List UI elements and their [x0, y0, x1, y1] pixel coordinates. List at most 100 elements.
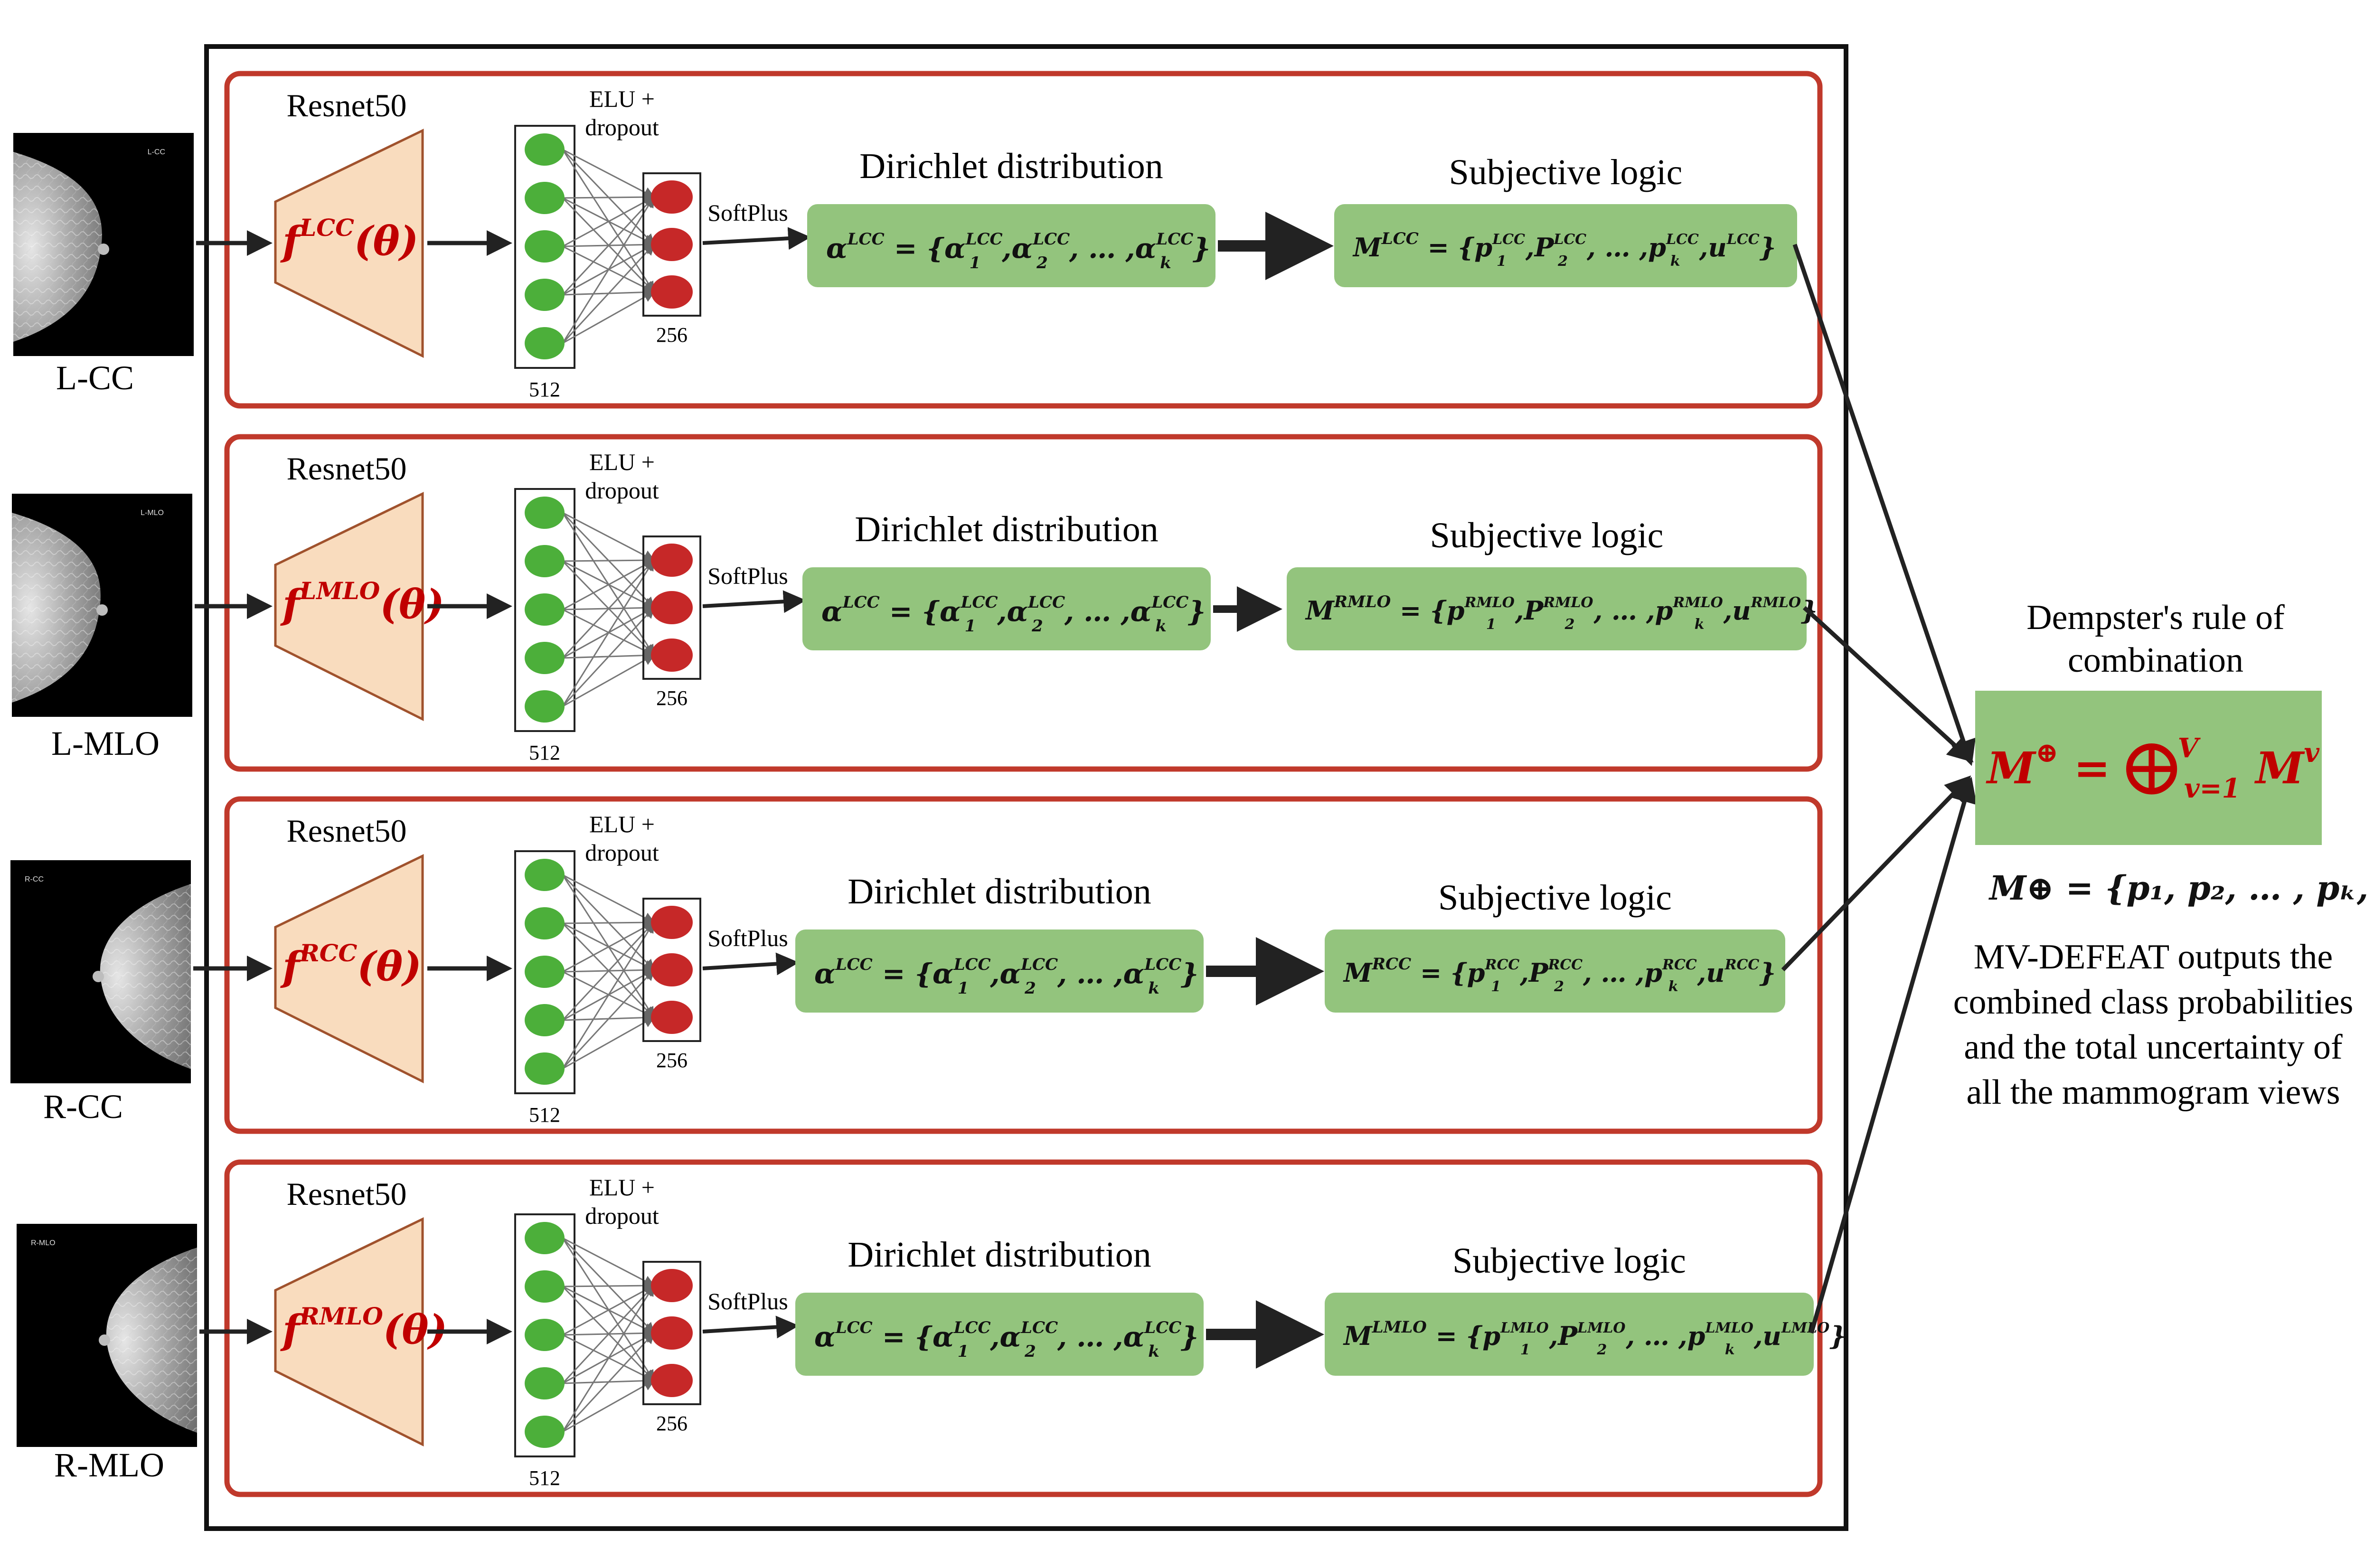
layer-size-256: 256	[656, 686, 688, 710]
description-line: combined class probabilities	[1953, 983, 2354, 1022]
layer-size-512: 512	[529, 741, 560, 764]
dirichlet-title: Dirichlet distribution	[848, 1235, 1151, 1275]
dropout-label: dropout	[585, 839, 659, 866]
neuron-circle-icon	[525, 1052, 565, 1085]
neuron-circle-icon	[525, 859, 565, 891]
mammogram-image-icon: L-MLO	[12, 494, 192, 717]
image-tag-text: R-CC	[25, 875, 44, 883]
dirichlet-box	[802, 567, 1211, 650]
neuron-circle-icon	[525, 497, 565, 529]
dense-layer-256	[642, 1261, 701, 1405]
resnet-encoder-trapezoid	[274, 854, 424, 1084]
view-label: R-MLO	[54, 1446, 164, 1484]
neuron-circle-icon	[525, 907, 565, 939]
description-line: and the total uncertainty of	[1964, 1028, 2343, 1067]
neuron-circle-icon	[525, 956, 565, 988]
neuron-circle-icon	[525, 1004, 565, 1036]
layer-size-256: 256	[656, 323, 688, 347]
softplus-label: SoftPlus	[707, 199, 788, 226]
subjective-logic-title: Subjective logic	[1438, 878, 1672, 918]
subjective-logic-box	[1334, 204, 1797, 287]
layer-size-256: 256	[656, 1412, 688, 1435]
neuron-circle-icon	[525, 1416, 565, 1448]
output-formula: M⊕ = {p₁, p₂, … , pₖ, u}	[1988, 868, 2374, 908]
dropout-label: dropout	[585, 1202, 659, 1229]
neuron-circle-icon	[525, 642, 565, 674]
view-panel	[224, 71, 1823, 409]
dempster-combination-box	[1975, 691, 2322, 845]
backbone-label: Resnet50	[286, 1176, 406, 1212]
dirichlet-title: Dirichlet distribution	[859, 146, 1163, 186]
mammogram-image-icon: R-CC	[10, 860, 191, 1083]
neuron-circle-icon	[651, 1001, 693, 1034]
neuron-circle-icon	[525, 545, 565, 577]
arrow-right-icon	[1792, 244, 1976, 766]
neuron-circle-icon	[525, 182, 565, 214]
neuron-circle-icon	[651, 591, 693, 624]
elu-label: ELU +	[589, 811, 655, 837]
encoder-function: fLCC(θ)	[280, 214, 418, 264]
dirichlet-title: Dirichlet distribution	[855, 509, 1159, 549]
arrow-right-icon	[702, 952, 799, 976]
subjective-logic-title: Subjective logic	[1452, 1241, 1686, 1281]
elu-label: ELU +	[589, 1174, 655, 1201]
neuron-circle-icon	[525, 1270, 565, 1303]
arrow-right-icon	[1809, 777, 1977, 1334]
neuron-circle-icon	[651, 1316, 693, 1350]
neuron-circle-icon	[525, 1222, 565, 1254]
neuron-circle-icon	[525, 593, 565, 626]
neuron-circle-icon	[651, 953, 693, 986]
neuron-connections	[562, 149, 655, 344]
layer-size-512: 512	[529, 1103, 560, 1127]
view-panel	[224, 796, 1823, 1134]
neuron-circle-icon	[651, 275, 693, 309]
arrow-right-icon	[1781, 775, 1971, 972]
view-panel	[224, 1159, 1823, 1497]
dense-layer-256	[642, 172, 701, 317]
view-label: L-CC	[56, 359, 134, 397]
view-label: L-MLO	[51, 724, 160, 762]
resnet-encoder-trapezoid	[274, 1217, 424, 1447]
neuron-circle-icon	[525, 279, 565, 311]
neuron-circle-icon	[525, 327, 565, 359]
image-tag-text: L-MLO	[141, 509, 164, 517]
neuron-circle-icon	[651, 544, 693, 577]
dirichlet-box	[807, 204, 1215, 287]
dense-layer-256	[642, 535, 701, 680]
elu-label: ELU +	[589, 85, 655, 112]
neuron-circle-icon	[651, 180, 693, 214]
subjective-logic-box	[1287, 567, 1807, 650]
dirichlet-box	[795, 1293, 1204, 1376]
neuron-circle-icon	[525, 230, 565, 263]
softplus-label: SoftPlus	[707, 563, 788, 589]
neuron-connections	[562, 512, 655, 707]
neuron-circle-icon	[651, 228, 693, 261]
resnet-encoder-trapezoid	[274, 129, 424, 358]
mammogram-image-icon: R-MLO	[17, 1224, 197, 1447]
layer-size-512: 512	[529, 378, 560, 401]
elu-label: ELU +	[589, 449, 655, 475]
dropout-label: dropout	[585, 114, 659, 141]
backbone-label: Resnet50	[286, 451, 406, 487]
image-tag-text: L-CC	[148, 148, 165, 156]
arrow-right-icon	[702, 1315, 799, 1339]
dropout-label: dropout	[585, 477, 659, 504]
arrow-right-icon	[702, 227, 811, 250]
subjective-logic-title: Subjective logic	[1430, 516, 1664, 555]
mammogram-image-icon: L-CC	[13, 133, 194, 356]
backbone-label: Resnet50	[286, 813, 406, 849]
